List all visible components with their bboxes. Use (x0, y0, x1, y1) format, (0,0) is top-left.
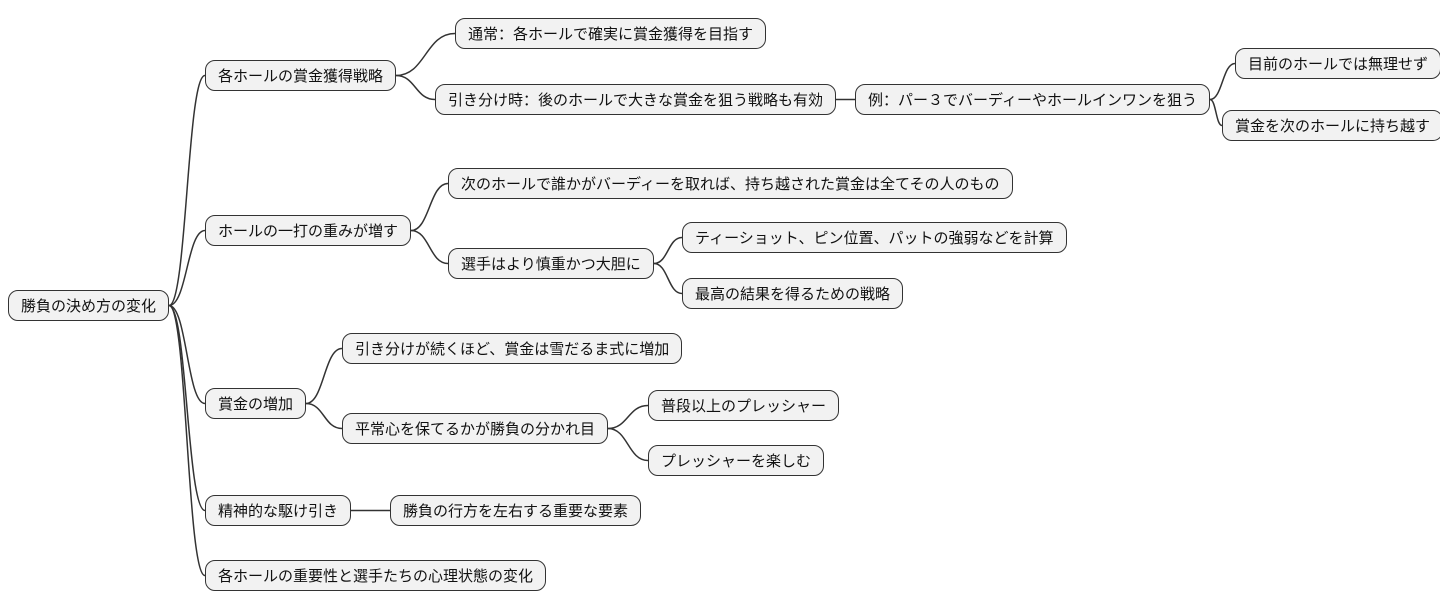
mindmap-node-par3-example: 例：パー３でバーディーやホールインワンを狙う (855, 84, 1210, 115)
mindmap-node-mental-game: 精神的な駆け引き (205, 495, 352, 526)
connector-edge (410, 182, 449, 232)
mindmap-node-key-factor: 勝負の行方を左右する重要な要素 (390, 495, 642, 526)
mindmap-node-shot-weight: ホールの一打の重みが増す (205, 215, 412, 246)
connector-edge (410, 229, 449, 265)
connector-edge (305, 347, 343, 405)
mindmap-node-psychology-change: 各ホールの重要性と選手たちの心理状態の変化 (205, 560, 547, 591)
mindmap-node-snowball: 引き分けが続くほど、賞金は雪だるま式に増加 (342, 333, 683, 364)
mindmap-node-prize-increase: 賞金の増加 (205, 388, 307, 419)
connector-edge (1209, 98, 1223, 127)
connector-edge (168, 229, 206, 307)
connector-edge (1209, 62, 1236, 101)
connector-edge (607, 427, 649, 462)
mindmap-node-careful-bold: 選手はより慎重かつ大胆に (448, 248, 654, 279)
connector-edge (653, 236, 683, 265)
connector-edge (395, 32, 456, 77)
mindmap-node-enjoy-pressure: プレッシャーを楽しむ (648, 445, 825, 476)
connector-edge (653, 262, 683, 295)
connector-edge (168, 304, 206, 577)
connector-edge (305, 402, 343, 430)
mindmap-root-node: 勝負の決め方の変化 (8, 290, 170, 321)
connector-edge (168, 304, 206, 512)
mindmap-node-prize-strategy: 各ホールの賞金獲得戦略 (205, 60, 397, 91)
connector-edge (168, 74, 206, 307)
mindmap-node-keep-calm: 平常心を保てるかが勝負の分かれ目 (342, 413, 609, 444)
connector-edge (607, 404, 649, 430)
mindmap-node-carry-over: 賞金を次のホールに持ち越す (1222, 110, 1440, 141)
mindmap-node-normal-aim: 通常：各ホールで確実に賞金獲得を目指す (455, 18, 767, 49)
mindmap-node-birdie-takes-all: 次のホールで誰かがバーディーを取れば、持ち越された賞金は全てその人のもの (448, 168, 1013, 199)
mindmap-node-calculate-shots: ティーショット、ピン位置、パットの強弱などを計算 (682, 222, 1067, 253)
mindmap-node-best-result-strategy: 最高の結果を得るための戦略 (682, 278, 904, 309)
mindmap-node-extra-pressure: 普段以上のプレッシャー (648, 390, 840, 421)
mindmap-node-draw-strategy: 引き分け時：後のホールで大きな賞金を狙う戦略も有効 (435, 84, 837, 115)
connector-edge (395, 74, 436, 101)
mindmap-node-no-overreach: 目前のホールでは無理せず (1235, 48, 1440, 79)
connector-edge (168, 304, 206, 405)
